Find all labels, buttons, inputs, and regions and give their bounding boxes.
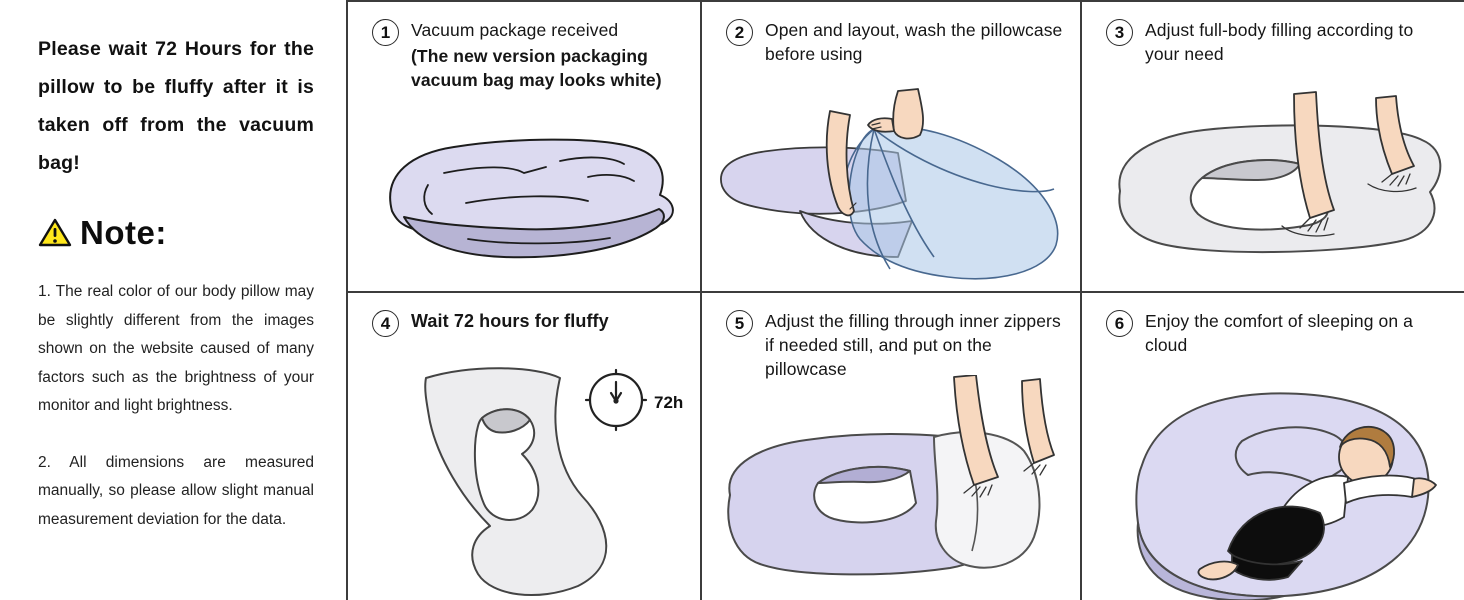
step-2-header: 2 Open and layout, wash the pillowcase b… <box>726 18 1066 66</box>
note-paragraph-2: 2. All dimensions are measured manually,… <box>38 453 314 528</box>
step-6-header: 6 Enjoy the comfort of sleeping on a clo… <box>1106 309 1452 357</box>
note-header: Note: <box>38 214 314 252</box>
clock-72h-label: 72h <box>654 393 683 412</box>
step-1-text: Vacuum package received (The new version… <box>411 18 686 92</box>
vacuum-packed-pillow-illustration <box>389 138 674 259</box>
step-5-number-badge: 5 <box>726 310 753 337</box>
sleeping-person-illustration <box>1135 392 1437 600</box>
step-3-cell: 3 Adjust full-body filling according to … <box>1082 2 1464 293</box>
fluffy-wait-heading: Please wait 72 Hours for the pillow to b… <box>38 38 314 174</box>
step-5-text: Adjust the filling through inner zippers… <box>765 311 1061 379</box>
step-5-cell: 5 Adjust the filling through inner zippe… <box>702 293 1082 600</box>
step-1-subtext: (The new version packaging vacuum bag ma… <box>411 46 662 90</box>
step-2-text: Open and layout, wash the pillowcase bef… <box>765 20 1063 64</box>
step-3-header: 3 Adjust full-body filling according to … <box>1106 18 1452 66</box>
left-text-panel: Please wait 72 Hours for the pillow to b… <box>0 0 346 600</box>
step-1-number-badge: 1 <box>372 19 399 46</box>
step-1-line: Vacuum package received <box>411 20 619 40</box>
step-5-header: 5 Adjust the filling through inner zippe… <box>726 309 1066 381</box>
note-paragraph-1: 1. The real color of our body pillow may… <box>38 283 314 414</box>
clock-icon <box>584 368 648 432</box>
step-6-text: Enjoy the comfort of sleeping on a cloud <box>1145 311 1414 355</box>
warning-triangle-icon <box>38 218 72 247</box>
step-1-header: 1 Vacuum package received (The new versi… <box>372 18 686 92</box>
step-4-number-badge: 4 <box>372 310 399 337</box>
step-6-number-badge: 6 <box>1106 310 1133 337</box>
note-title: Note: <box>80 214 167 251</box>
step-4-text: Wait 72 hours for fluffy <box>411 311 609 331</box>
step-4-header: 4 Wait 72 hours for fluffy <box>372 309 686 337</box>
step-2-cell: 2 Open and layout, wash the pillowcase b… <box>702 2 1082 293</box>
step-3-text: Adjust full-body filling according to yo… <box>1145 20 1414 64</box>
opening-blue-wrap-illustration <box>720 88 1059 280</box>
step-4-cell: 4 Wait 72 hours for fluffy 72h <box>348 293 702 600</box>
fluffy-pillow-clock-illustration: 72h <box>424 367 683 597</box>
step-3-number-badge: 3 <box>1106 19 1133 46</box>
step-2-number-badge: 2 <box>726 19 753 46</box>
steps-grid: 1 Vacuum package received (The new versi… <box>346 0 1464 600</box>
hands-adjusting-filling-illustration <box>1118 91 1442 254</box>
putting-on-pillowcase-illustration <box>727 375 1055 576</box>
step-1-cell: 1 Vacuum package received (The new versi… <box>348 2 702 293</box>
step-6-cell: 6 Enjoy the comfort of sleeping on a clo… <box>1082 293 1464 600</box>
